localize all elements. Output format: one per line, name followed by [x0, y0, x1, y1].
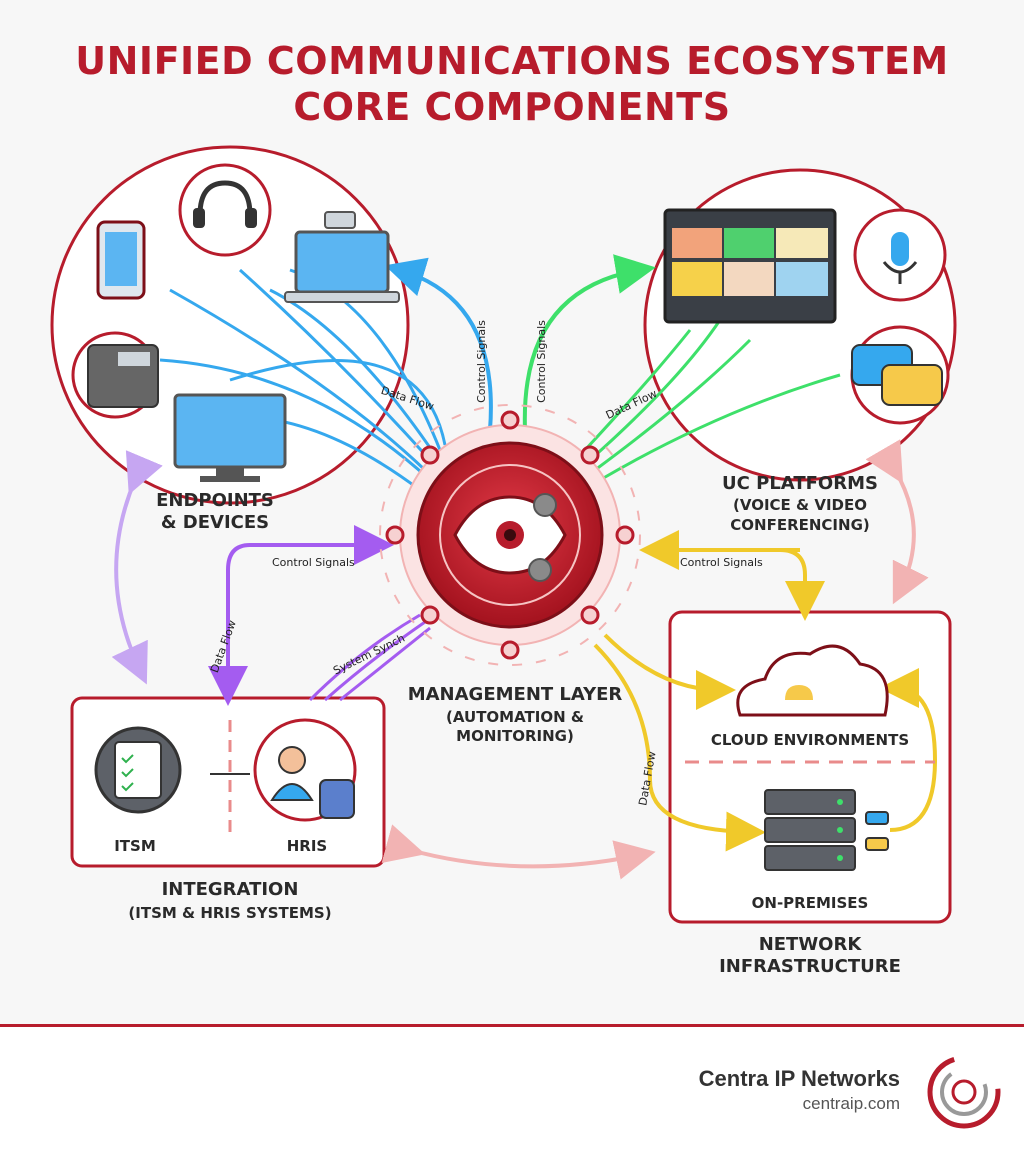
management-label-1: MANAGEMENT LAYER	[407, 684, 623, 705]
itsm-label: ITSM	[114, 837, 156, 855]
control-to-uc-arrow	[522, 254, 656, 431]
footer-divider	[0, 1024, 1024, 1027]
uc-platforms-label-1: UC PLATFORMS	[722, 473, 878, 494]
uc-platforms-label-3: CONFERENCING)	[730, 516, 870, 534]
control-signals-label-b: Control Signals	[534, 320, 548, 403]
brand-url: centraip.com	[802, 1094, 900, 1113]
footer	[0, 1027, 1024, 1154]
management-label-3: MONITORING)	[456, 727, 574, 745]
endpoints-label-2: & DEVICES	[160, 512, 270, 533]
control-signals-label-left: Control Signals	[272, 556, 355, 569]
smartphone-icon	[96, 220, 146, 300]
hris-label: HRIS	[286, 837, 328, 855]
monitor-icon	[173, 393, 287, 482]
server-rack-icon	[764, 789, 856, 871]
diagram-title-line1: UNIFIED COMMUNICATIONS ECOSYSTEM	[75, 39, 949, 83]
uc-data-lines	[583, 319, 841, 482]
core-orbit-ring	[379, 404, 641, 666]
integration-data-flow-arrow	[208, 543, 380, 706]
uc-network-link	[865, 439, 929, 605]
cable-plug-icon	[865, 811, 889, 851]
cloud-icon	[736, 644, 889, 717]
endpoints-integration-link	[111, 450, 163, 685]
management-core	[385, 410, 635, 660]
endpoints-data-lines	[159, 268, 447, 492]
hris-people-icon	[253, 718, 357, 822]
control-signals-label-a: Control Signals	[474, 320, 488, 403]
integration-label-2: (ITSM & HRIS SYSTEMS)	[128, 904, 332, 922]
diagram-title-line2: CORE COMPONENTS	[293, 85, 731, 129]
integration-label-1: INTEGRATION	[161, 879, 299, 900]
itsm-gear-icon	[94, 726, 182, 814]
diagram-canvas	[50, 145, 957, 924]
integration-sync-lines	[308, 613, 431, 702]
video-conference-icon	[663, 208, 837, 324]
brand-name: Centra IP Networks	[698, 1066, 900, 1091]
uc-platforms-label-2: (VOICE & VIDEO	[733, 496, 867, 514]
network-onprem-arrow	[593, 643, 766, 852]
laptop-icon	[284, 211, 400, 303]
network-label-2: INFRASTRUCTURE	[719, 956, 901, 977]
desk-phone-icon	[71, 331, 159, 419]
management-label-2: (AUTOMATION &	[446, 708, 584, 726]
headset-icon	[178, 163, 272, 257]
endpoints-label-1: ENDPOINTS	[156, 490, 274, 511]
onprem-cloud-arrow	[879, 668, 938, 832]
network-label-1: NETWORK	[758, 934, 862, 955]
control-signals-label-right: Control Signals	[680, 556, 763, 569]
network-cloud-arrow	[603, 633, 736, 710]
cloud-environments-label: CLOUD ENVIRONMENTS	[710, 731, 910, 749]
microphone-icon	[853, 208, 947, 302]
chat-icon	[850, 325, 950, 425]
control-to-endpoints-arrow	[384, 257, 493, 431]
on-premises-label: ON-PREMISES	[751, 894, 869, 912]
centra-logo-icon	[927, 1055, 1001, 1129]
integration-network-link	[381, 824, 656, 880]
